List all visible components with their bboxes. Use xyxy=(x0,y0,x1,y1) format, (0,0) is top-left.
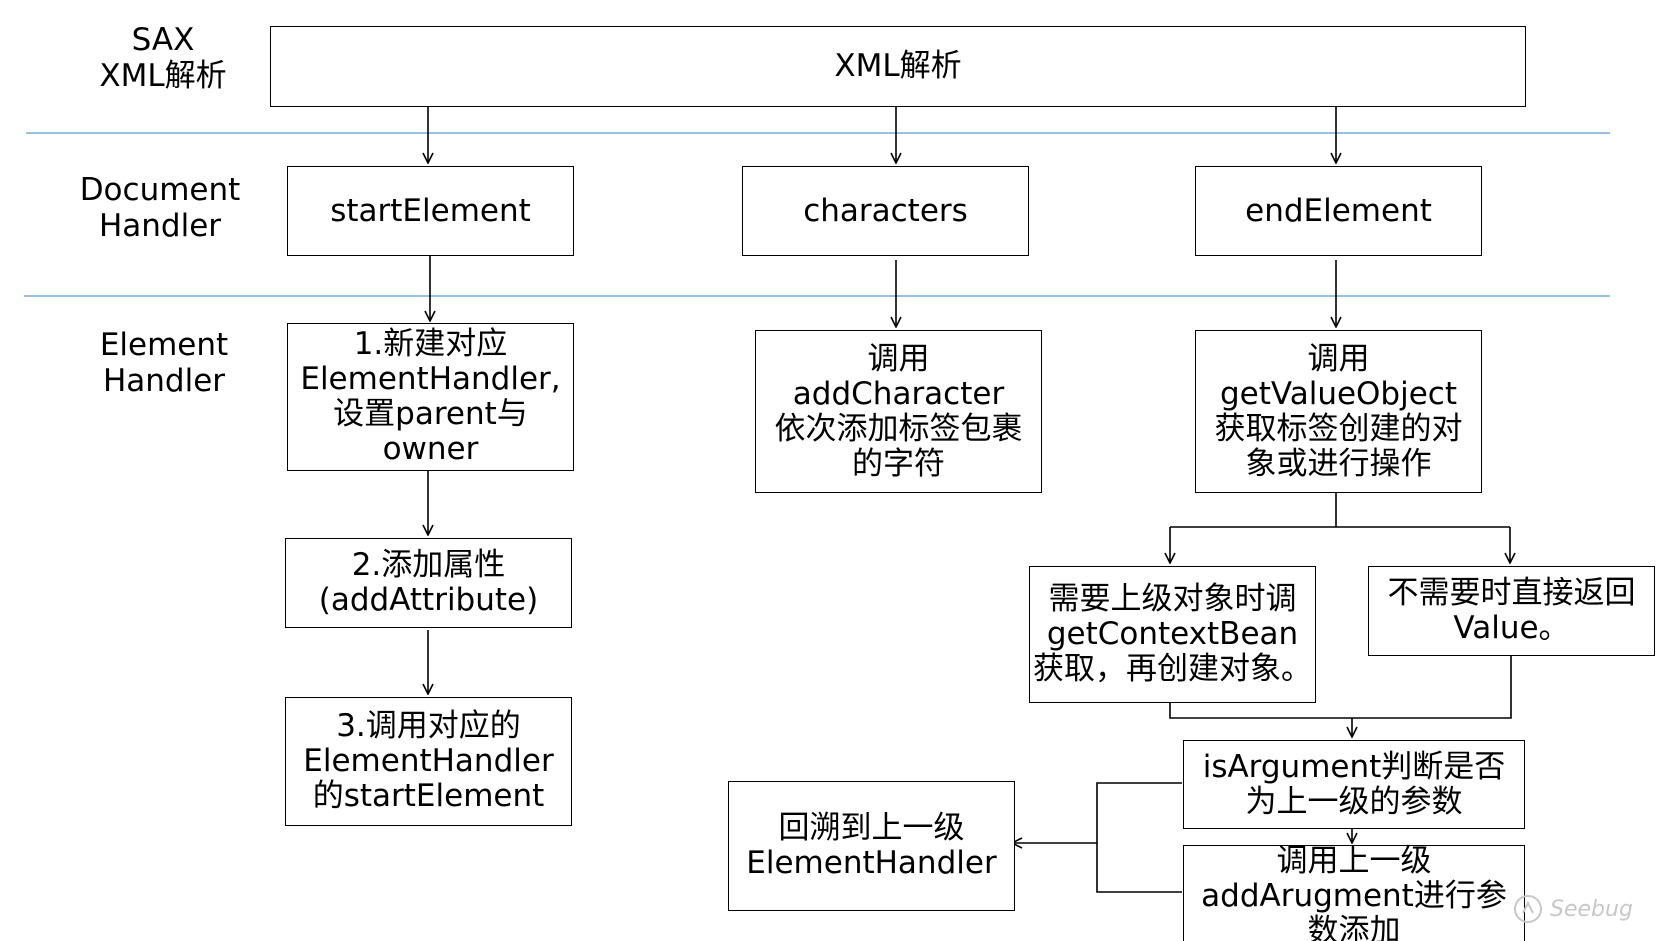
end-element-node: endElement xyxy=(1195,166,1482,256)
connector-line xyxy=(1096,782,1182,893)
new-element-handler-node: 1.新建对应 ElementHandler, 设置parent与 owner xyxy=(287,323,574,471)
return-value-node: 不需要时直接返回 Value。 xyxy=(1368,566,1655,656)
call-start-element-node: 3.调用对应的 ElementHandler 的startElement xyxy=(285,697,572,826)
seebug-logo-icon xyxy=(1514,895,1542,923)
characters-node: characters xyxy=(742,166,1029,256)
start-element-node: startElement xyxy=(287,166,574,256)
watermark: Seebug xyxy=(1512,893,1633,925)
need-parent-object-node: 需要上级对象时调 getContextBean 获取，再创建对象。 xyxy=(1029,566,1316,703)
xml-parse-node: XML解析 xyxy=(270,26,1526,107)
row-label-element-handler: Element Handler xyxy=(99,327,229,399)
is-argument-node: isArgument判断是否 为上一级的参数 xyxy=(1183,740,1525,829)
row-label-document-handler: Document Handler xyxy=(79,172,241,244)
connector-line xyxy=(1169,655,1512,719)
add-attribute-node: 2.添加属性 (addAttribute) xyxy=(285,538,572,628)
watermark-text: Seebug xyxy=(1550,896,1633,922)
add-character-node: 调用 addCharacter 依次添加标签包裹 的字符 xyxy=(755,330,1042,493)
add-argument-node: 调用上一级 addArugment进行参 数添加 xyxy=(1183,843,1525,941)
get-value-object-node: 调用 getValueObject 获取标签创建的对 象或进行操作 xyxy=(1195,330,1482,493)
row-label-sax: SAX XML解析 xyxy=(99,22,227,94)
backtrack-node: 回溯到上一级 ElementHandler xyxy=(728,781,1015,911)
